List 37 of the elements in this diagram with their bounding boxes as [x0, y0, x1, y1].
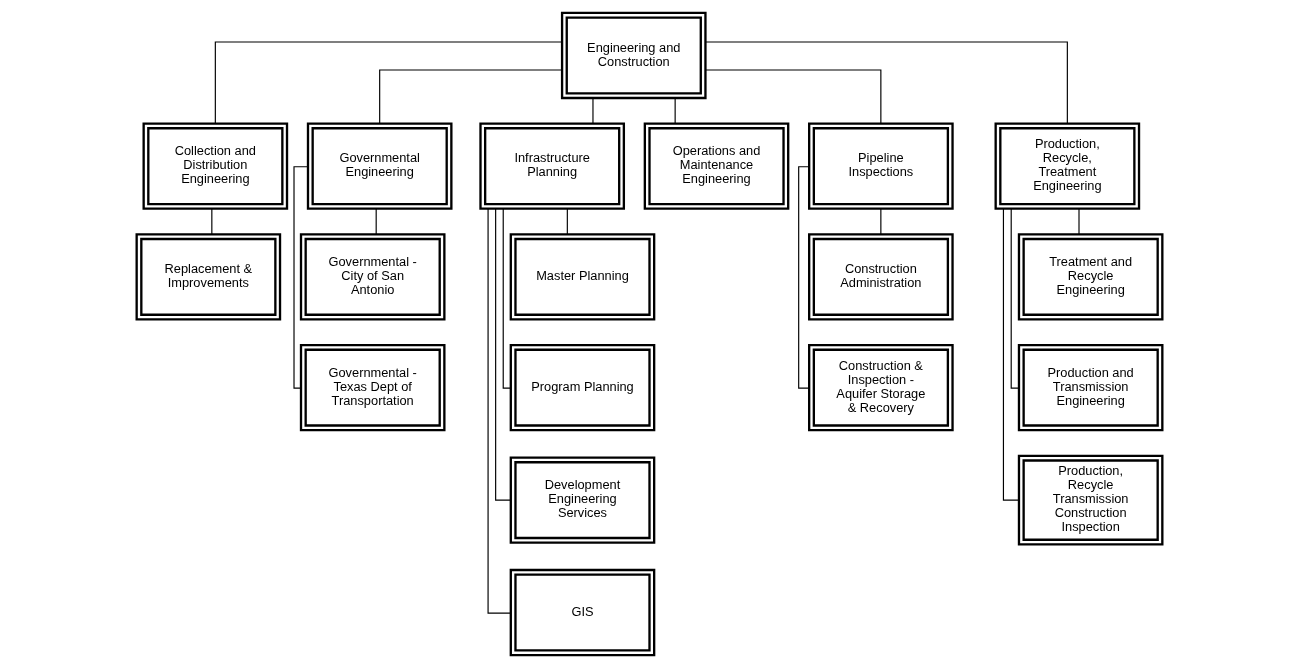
connector [879, 208, 881, 235]
connector [494, 208, 511, 501]
node-box: Program Planning [509, 343, 655, 432]
node-box: Engineering and Construction [560, 11, 707, 100]
connector [704, 41, 1068, 125]
node-box: Construction Administration [807, 233, 954, 321]
connector [378, 69, 563, 124]
node-box: Governmental - Texas Dept of Transportation [299, 343, 446, 432]
connector [292, 166, 308, 389]
connector [375, 208, 377, 235]
connector [566, 208, 568, 235]
connector [674, 97, 676, 125]
node-box: Replacement & Improvements [135, 233, 281, 321]
connector [502, 208, 511, 389]
node-box: Collection and Distribution Engineering [142, 122, 288, 210]
node-box: GIS [509, 568, 655, 657]
node-box: Pipeline Inspections [807, 122, 954, 210]
node-box: Governmental Engineering [306, 122, 453, 210]
node-box: Treatment and Recycle Engineering [1017, 233, 1163, 321]
connector [214, 41, 562, 125]
node-box: Governmental - City of San Antonio [299, 233, 446, 321]
node-box: Infrastructure Planning [478, 122, 625, 210]
connector [487, 208, 511, 614]
connector [210, 208, 212, 235]
node-box: Construction & Inspection - Aquifer Storage & Recovery [807, 343, 954, 432]
node-box: Development Engineering Services [509, 456, 655, 544]
connector [1002, 208, 1019, 501]
connector [1010, 208, 1019, 389]
node-box: Production and Transmission Engineering [1017, 343, 1163, 432]
connector [704, 69, 881, 124]
connector [797, 166, 810, 389]
connector [1077, 208, 1080, 235]
node-box: Master Planning [509, 233, 655, 321]
node-box: Production, Recycle, Treatment Engineering [994, 122, 1140, 210]
connector [591, 97, 594, 125]
node-box: Operations and Maintenance Engineering [643, 122, 789, 210]
node-box: Production, Recycle Transmission Construction Inspection [1017, 454, 1163, 546]
